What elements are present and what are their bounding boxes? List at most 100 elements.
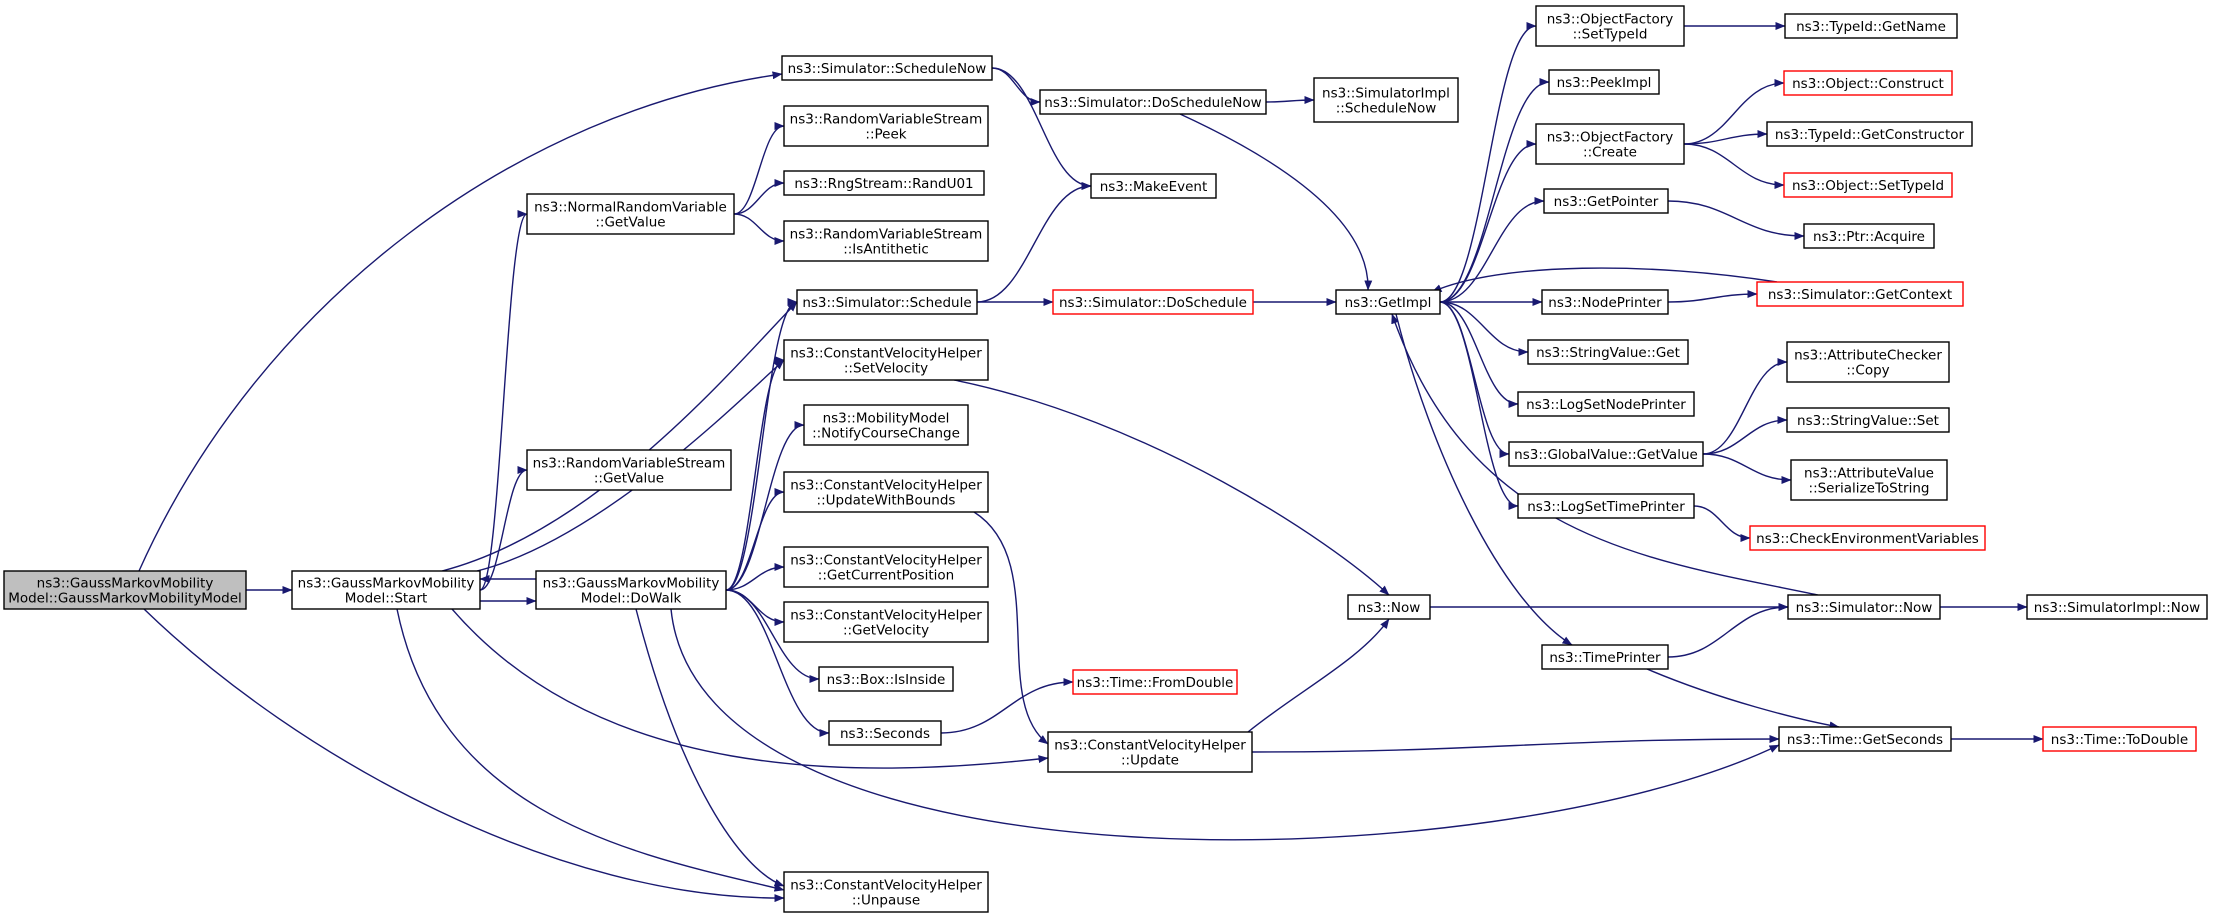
node-doSchedNow[interactable]: ns3::Simulator::DoScheduleNow [1039,89,1267,115]
node-box [783,601,989,643]
node-cvhUpdate[interactable]: ns3::ConstantVelocityHelper::Update [1047,731,1253,773]
edge-dowalk-to-cvhUnpause [635,608,785,887]
node-box [828,720,942,746]
node-toDouble[interactable]: ns3::Time::ToDouble [2042,726,2197,752]
node-box [1783,172,1953,198]
node-box [783,871,989,913]
node-label: ::GetCurrentPosition [818,568,954,584]
node-label: ns3::Time::GetSeconds [1787,732,1943,748]
node-box [1766,121,1973,147]
node-schedNow[interactable]: ns3::Simulator::ScheduleNow [781,55,993,81]
node-box [1778,726,1952,752]
node-box [1803,223,1935,249]
node-gvGet[interactable]: ns3::GlobalValue::GetValue [1508,441,1704,467]
node-label: ns3::Ptr::Acquire [1813,229,1925,245]
node-ofCreate[interactable]: ns3::ObjectFactory::Create [1535,123,1685,165]
node-box [526,449,732,491]
node-box [783,546,989,588]
edge-simGetCtx-to-getImpl [1431,267,1778,293]
node-fromDouble[interactable]: ns3::Time::FromDouble [1072,669,1238,695]
node-simGetCtx[interactable]: ns3::Simulator::GetContext [1756,281,1964,307]
node-label: ns3::NodePrinter [1548,295,1662,311]
node-doSched[interactable]: ns3::Simulator::DoSchedule [1052,289,1254,315]
edge-normGet-to-rvsPeek [733,122,785,215]
node-ofSetTid[interactable]: ns3::ObjectFactory::SetTypeId [1535,5,1685,47]
node-label: ns3::Simulator::GetContext [1768,287,1952,303]
node-label: ::GetValue [594,471,664,487]
node-label: Model::GaussMarkovMobilityModel [8,591,242,607]
node-cvhSetVel[interactable]: ns3::ConstantVelocityHelper::SetVelocity [783,339,989,381]
node-label: ns3::GaussMarkovMobility [543,576,720,592]
node-implNow[interactable]: ns3::SimulatorImpl::Now [2026,594,2208,620]
edge-gvGet-to-avSer [1702,453,1792,484]
node-logSetTime[interactable]: ns3::LogSetTimePrinter [1517,493,1695,519]
node-box [1756,281,1964,307]
node-label: ::Create [1583,145,1637,161]
node-isAnti[interactable]: ns3::RandomVariableStream::IsAntithetic [783,220,989,262]
node-cvhGetVel[interactable]: ns3::ConstantVelocityHelper::GetVelocity [783,601,989,643]
edge-dowalk-to-seconds [725,589,830,737]
node-label: ns3::GaussMarkovMobility [37,576,214,592]
node-boxInside[interactable]: ns3::Box::IsInside [818,666,954,692]
node-timePrinter[interactable]: ns3::TimePrinter [1541,644,1669,670]
node-cvhPos[interactable]: ns3::ConstantVelocityHelper::GetCurrentP… [783,546,989,588]
node-implSchedNow[interactable]: ns3::SimulatorImpl::ScheduleNow [1313,77,1459,123]
node-peekImpl[interactable]: ns3::PeekImpl [1548,69,1660,95]
node-box [1039,89,1267,115]
node-objSetTid[interactable]: ns3::Object::SetTypeId [1783,172,1953,198]
node-seconds[interactable]: ns3::Seconds [828,720,942,746]
node-objConstruct[interactable]: ns3::Object::Construct [1783,70,1953,96]
node-label: ns3::TypeId::GetConstructor [1775,127,1965,143]
node-label: ::IsAntithetic [843,242,929,258]
node-label: Model::Start [345,591,428,607]
node-svSet[interactable]: ns3::StringValue::Set [1786,407,1950,433]
node-checkEnv[interactable]: ns3::CheckEnvironmentVariables [1749,525,1986,551]
node-timeGetSec[interactable]: ns3::Time::GetSeconds [1778,726,1952,752]
node-label: ns3::ObjectFactory [1547,12,1674,28]
node-label: ns3::TimePrinter [1549,650,1661,666]
node-tidGetCtor[interactable]: ns3::TypeId::GetConstructor [1766,121,1973,147]
node-cvhUnpause[interactable]: ns3::ConstantVelocityHelper::Unpause [783,871,989,913]
node-box [1784,13,1958,39]
node-svGet[interactable]: ns3::StringValue::Get [1527,339,1689,365]
node-box [781,55,993,81]
node-ctor[interactable]: ns3::GaussMarkovMobilityModel::GaussMark… [3,570,247,610]
node-label: ns3::Seconds [840,726,930,742]
node-nodePrinter[interactable]: ns3::NodePrinter [1541,289,1669,315]
edge-getImpl-to-ofCreate [1439,140,1537,303]
node-rvsPeek[interactable]: ns3::RandomVariableStream::Peek [783,105,989,147]
edge-getImpl-to-svGet [1439,301,1529,356]
edge-logSetTime-to-checkEnv [1693,505,1751,542]
node-box [1090,173,1217,199]
node-logSetNode[interactable]: ns3::LogSetNodePrinter [1517,391,1695,417]
node-label: ns3::GetPointer [1554,194,1659,210]
node-now[interactable]: ns3::Now [1347,594,1431,620]
node-avSer[interactable]: ns3::AttributeValue::SerializeToString [1790,459,1948,501]
node-simSched[interactable]: ns3::Simulator::Schedule [796,289,978,315]
node-label: ns3::ObjectFactory [1547,130,1674,146]
node-notify[interactable]: ns3::MobilityModel::NotifyCourseChange [803,404,969,446]
edge-schedNow-to-doSchedNow [991,67,1041,106]
node-label: ns3::ConstantVelocityHelper [790,478,982,494]
node-tidGetName[interactable]: ns3::TypeId::GetName [1784,13,1958,39]
node-box [818,666,954,692]
edge-cvhUpdate-to-now [1247,618,1390,733]
edge-getImpl-to-ofSetTid [1439,22,1537,303]
node-simNow[interactable]: ns3::Simulator::Now [1787,594,1941,620]
edge-doSchedNow-to-implSchedNow [1265,96,1315,105]
node-randU01[interactable]: ns3::RngStream::RandU01 [783,170,985,196]
node-normGet[interactable]: ns3::NormalRandomVariable::GetValue [526,193,735,235]
node-box [1313,77,1459,123]
node-start[interactable]: ns3::GaussMarkovMobilityModel::Start [291,570,481,610]
node-acCopy[interactable]: ns3::AttributeChecker::Copy [1786,341,1950,383]
node-box [1047,731,1253,773]
node-getImpl[interactable]: ns3::GetImpl [1335,289,1441,315]
node-cvhUwb[interactable]: ns3::ConstantVelocityHelper::UpdateWithB… [783,471,989,513]
node-dowalk[interactable]: ns3::GaussMarkovMobilityModel::DoWalk [535,570,727,610]
node-ptrAcquire[interactable]: ns3::Ptr::Acquire [1803,223,1935,249]
node-getPointer[interactable]: ns3::GetPointer [1543,188,1669,214]
node-label: ns3::Now [1358,600,1421,616]
node-rvsGet[interactable]: ns3::RandomVariableStream::GetValue [526,449,732,491]
node-makeEvent[interactable]: ns3::MakeEvent [1090,173,1217,199]
